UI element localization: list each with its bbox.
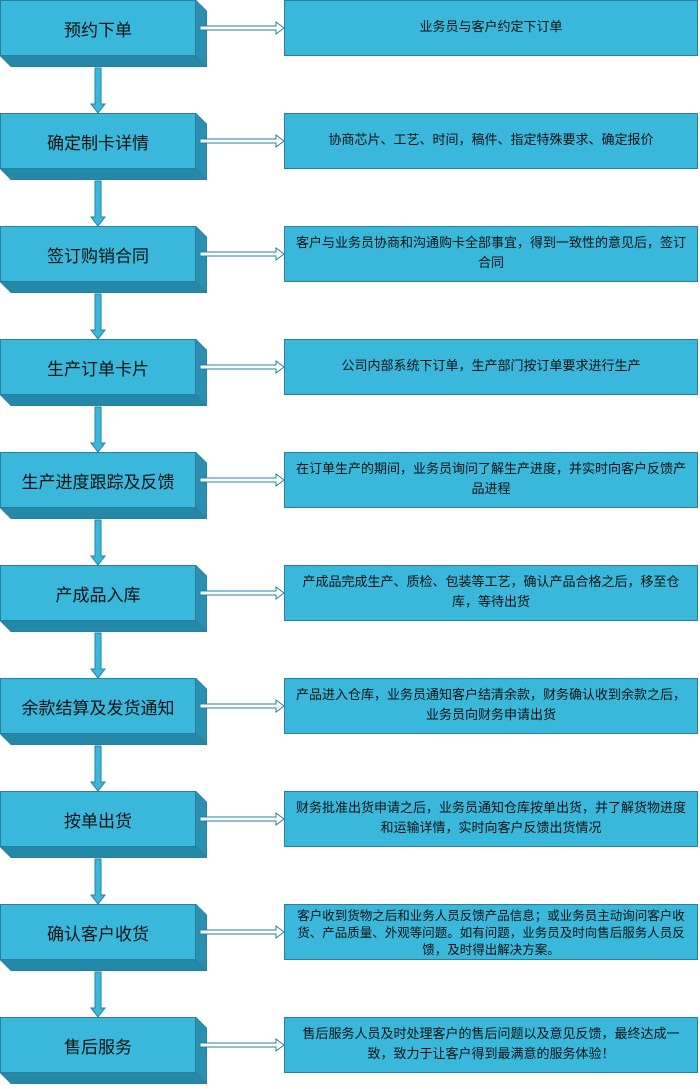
down-arrow	[89, 745, 107, 792]
down-arrow	[89, 858, 107, 905]
step-box: 按单出货	[0, 791, 196, 847]
step-description: 业务员与客户约定下订单	[284, 0, 698, 56]
right-arrow	[199, 586, 285, 600]
step-box: 签订购销合同	[0, 226, 196, 282]
step-description: 协商芯片、工艺、时间，稿件、指定特殊要求、确定报价	[284, 113, 698, 169]
right-arrow	[199, 360, 285, 374]
step-description: 客户收到货物之后和业务人员反馈产品信息；或业务员主动询问客户收货、产品质量、外观…	[284, 904, 698, 960]
down-arrow	[89, 180, 107, 227]
down-arrow	[89, 632, 107, 679]
right-arrow	[199, 21, 285, 35]
step-description: 公司内部系统下订单，生产部门按订单要求进行生产	[284, 339, 698, 395]
step-description: 在订单生产的期间，业务员询问了解生产进度，并实时向客户反馈产品进程	[284, 452, 698, 508]
step-box: 生产订单卡片	[0, 339, 196, 395]
step-box: 生产进度跟踪及反馈	[0, 452, 196, 508]
step-box: 余款结算及发货通知	[0, 678, 196, 734]
right-arrow	[199, 925, 285, 939]
right-arrow	[199, 134, 285, 148]
down-arrow	[89, 519, 107, 566]
down-arrow	[89, 406, 107, 453]
right-arrow	[199, 1038, 285, 1052]
step-box: 确认客户收货	[0, 904, 196, 960]
step-box: 售后服务	[0, 1017, 196, 1073]
down-arrow	[89, 971, 107, 1018]
right-arrow	[199, 699, 285, 713]
down-arrow	[89, 67, 107, 114]
step-box: 产成品入库	[0, 565, 196, 621]
step-description: 财务批准出货申请之后，业务员通知仓库按单出货，并了解货物进度和运输详情，实时向客…	[284, 791, 698, 847]
step-box: 确定制卡详情	[0, 113, 196, 169]
step-description: 产品进入仓库，业务员通知客户结清余款，财务确认收到余款之后，业务员向财务申请出货	[284, 678, 698, 734]
right-arrow	[199, 812, 285, 826]
step-description: 客户与业务员协商和沟通购卡全部事宜，得到一致性的意见后，签订合同	[284, 226, 698, 282]
down-arrow	[89, 293, 107, 340]
right-arrow	[199, 247, 285, 261]
step-description: 售后服务人员及时处理客户的售后问题以及意见反馈，最终达成一致，致力于让客户得到最…	[284, 1017, 698, 1073]
right-arrow	[199, 473, 285, 487]
step-description: 产成品完成生产、质检、包装等工艺，确认产品合格之后，移至仓库，等待出货	[284, 565, 698, 621]
step-box: 预约下单	[0, 0, 196, 56]
